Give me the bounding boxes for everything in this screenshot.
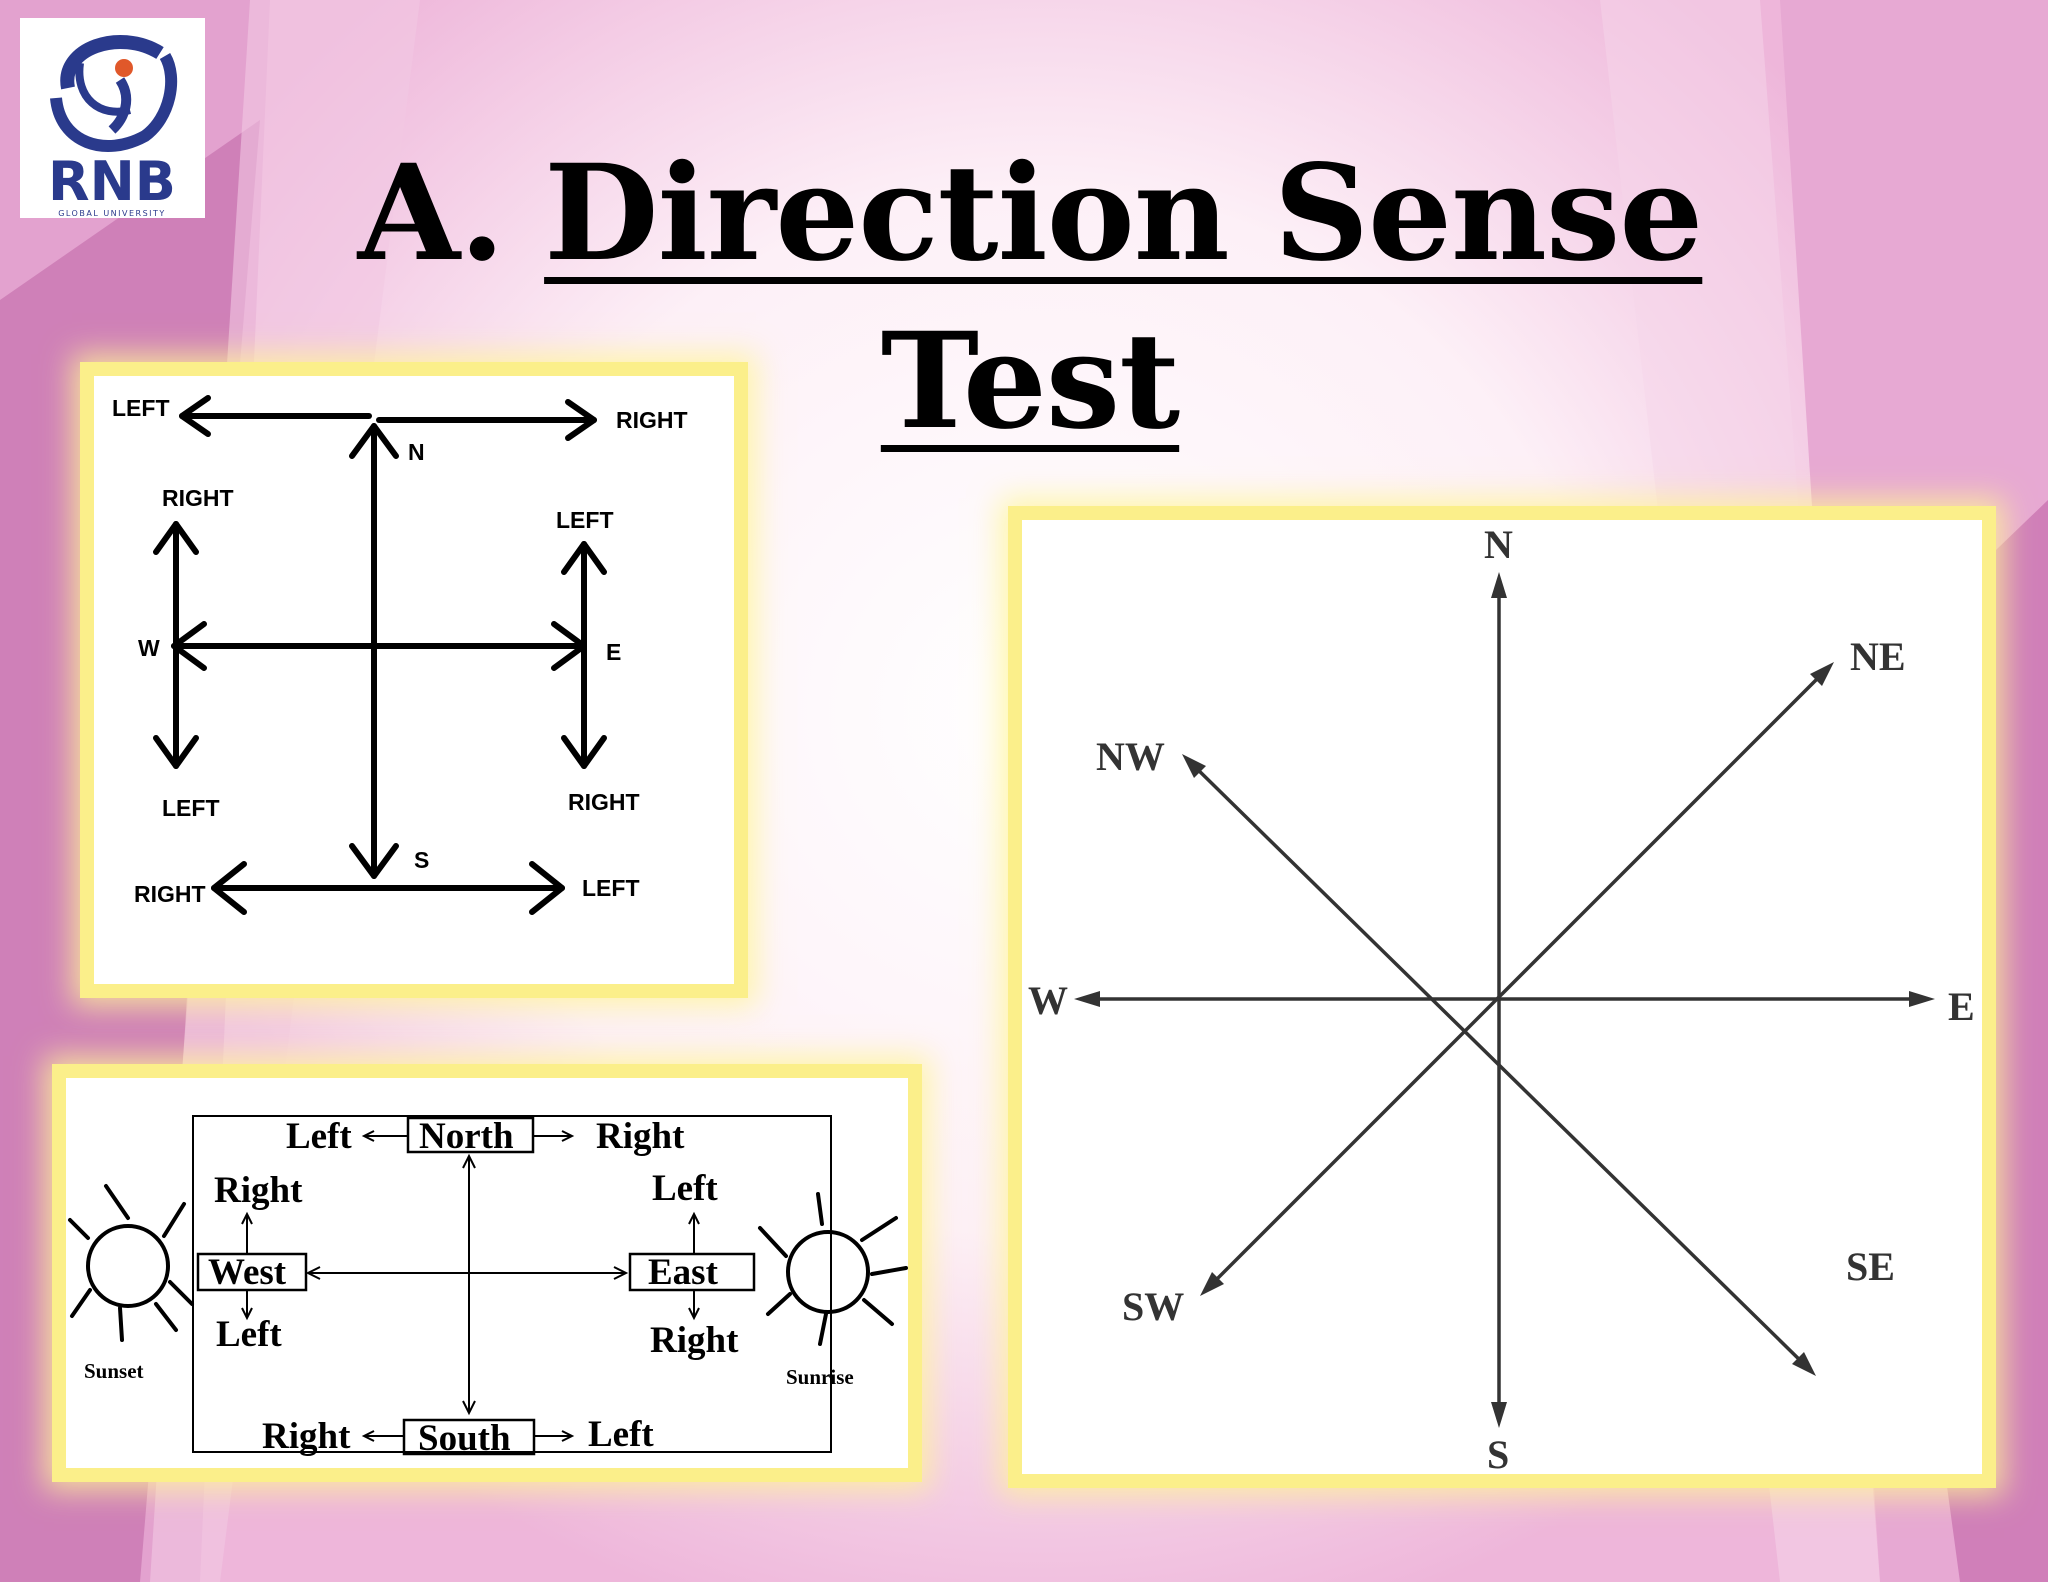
compass-diagram: N S E W NE NW SE SW — [1022, 520, 1982, 1474]
east-arrowhead — [1909, 991, 1935, 1007]
sunset-icon — [68, 1184, 194, 1342]
north-arrowhead — [349, 423, 399, 459]
sunrise-icon — [758, 1192, 908, 1346]
sun-direction-diagram: North Left Right Right Left West East Le… — [66, 1078, 908, 1468]
label-bottom-left: RIGHT — [134, 881, 206, 907]
title-line-2: Test — [880, 304, 1180, 459]
label-west-down: LEFT — [162, 795, 220, 821]
title-prefix: A. — [357, 136, 505, 291]
logo-subtext: GLOBAL UNIVERSITY — [58, 209, 166, 218]
compass-svg: N S E W NE NW SE SW — [1028, 522, 1975, 1474]
label-east-up: Left — [652, 1168, 718, 1209]
relative-direction-diagram: LEFT RIGHT N RIGHT LEFT W E LEFT RIGHT S… — [94, 376, 734, 984]
relative-direction-svg: LEFT RIGHT N RIGHT LEFT W E LEFT RIGHT S… — [112, 395, 688, 915]
label-west-up: RIGHT — [162, 485, 234, 511]
label-east-box: East — [648, 1252, 719, 1293]
label-east-down: RIGHT — [568, 789, 640, 815]
label-n: N — [1484, 522, 1513, 567]
label-south-box: South — [418, 1418, 511, 1459]
label-east: E — [606, 639, 621, 665]
label-w: W — [1028, 978, 1068, 1023]
label-top-right: RIGHT — [616, 407, 688, 433]
sun-direction-svg: North Left Right Right Left West East Le… — [68, 1115, 908, 1459]
label-west-down: Left — [216, 1314, 282, 1355]
label-east-up: LEFT — [556, 507, 614, 533]
label-top-left: LEFT — [112, 395, 170, 421]
label-s: S — [1487, 1432, 1509, 1474]
south-arrowhead — [349, 843, 399, 879]
logo-text: RNB — [48, 150, 176, 213]
se-arrowhead — [1792, 1352, 1816, 1376]
title-line-1: Direction Sense — [544, 136, 1703, 291]
sw-arrowhead — [1200, 1272, 1224, 1296]
diagram-frame — [192, 1115, 832, 1453]
label-west-box: West — [208, 1252, 287, 1293]
label-bottom-right: LEFT — [582, 875, 640, 901]
label-e: E — [1948, 984, 1975, 1029]
label-west: W — [138, 635, 160, 661]
ne-arrowhead — [1810, 662, 1834, 686]
label-south: S — [414, 847, 429, 873]
label-north-left: Left — [286, 1116, 352, 1157]
nw-arrowhead — [1182, 754, 1206, 778]
label-sunset: Sunset — [84, 1359, 144, 1383]
label-ne: NE — [1850, 634, 1906, 679]
label-sw: SW — [1122, 1284, 1184, 1329]
label-north-box: North — [419, 1116, 514, 1157]
west-arrowhead — [1074, 991, 1100, 1007]
label-south-left: Right — [262, 1416, 351, 1457]
nw-se-line — [1186, 758, 1812, 1372]
label-sunrise: Sunrise — [786, 1365, 854, 1389]
east-box — [628, 1252, 756, 1292]
ne-sw-line — [1204, 666, 1830, 1292]
slide-title: A. Direction Sense Test — [300, 130, 1760, 466]
university-logo: RNB GLOBAL UNIVERSITY — [20, 18, 205, 218]
label-south-right: Left — [588, 1414, 654, 1455]
label-north: N — [408, 439, 425, 465]
south-arrowhead — [1491, 1402, 1507, 1428]
label-east-down: Right — [650, 1320, 739, 1361]
label-west-up: Right — [214, 1170, 303, 1211]
north-arrowhead — [1491, 572, 1507, 598]
label-se: SE — [1846, 1244, 1895, 1289]
label-north-right: Right — [596, 1116, 685, 1157]
label-nw: NW — [1096, 734, 1165, 779]
west-box — [196, 1252, 308, 1292]
logo-emblem: RNB GLOBAL UNIVERSITY — [48, 34, 178, 218]
